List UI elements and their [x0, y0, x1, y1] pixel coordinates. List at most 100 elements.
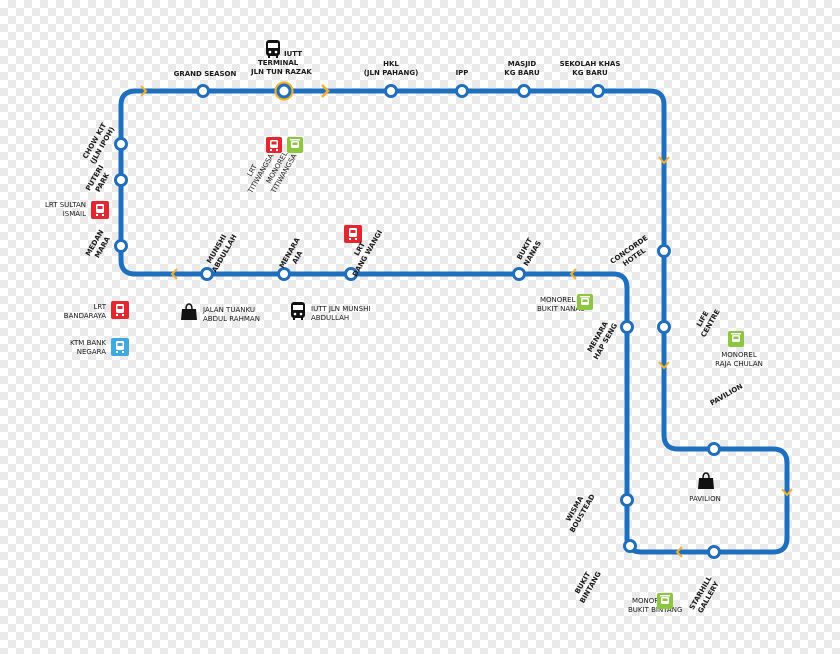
station-dot-puteri[interactable]	[114, 173, 128, 187]
arrow-icon	[140, 85, 148, 97]
route-line	[118, 88, 790, 555]
station-dot-life-centre[interactable]	[657, 320, 671, 334]
lrt-icon	[91, 201, 109, 219]
station-dot-munshi[interactable]	[200, 267, 214, 281]
svg-text:JLN TUN RAZAK: JLN TUN RAZAK	[250, 68, 312, 76]
svg-text:KG BARU: KG BARU	[572, 69, 608, 77]
station-dot-bukit-nanas[interactable]	[512, 267, 526, 281]
svg-text:SEKOLAH KHAS: SEKOLAH KHAS	[560, 60, 621, 68]
shopping-bag-icon	[698, 472, 714, 489]
label-life-centre: LIFE CENTRE	[695, 308, 722, 339]
label-hkl: HKL (JLN PAHANG)	[364, 60, 419, 77]
station-dot-bukit-bintang[interactable]	[623, 539, 637, 553]
label-menara-aia: MENARA AIA	[278, 236, 305, 270]
ktm-train-icon	[111, 338, 129, 356]
svg-text:PAVILION: PAVILION	[689, 495, 721, 503]
svg-text:MONOREL: MONOREL	[632, 597, 668, 605]
station-dot-menara-aia[interactable]	[277, 267, 291, 281]
svg-text:BUKIT NANAS: BUKIT NANAS	[537, 305, 585, 313]
bus-icon	[266, 40, 280, 58]
svg-text:IUTT: IUTT	[284, 50, 302, 58]
label-concorde: CONCORDE HOTEL	[609, 234, 650, 268]
lrt-icon	[266, 137, 282, 153]
label-sekolah: SEKOLAH KHAS KG BARU	[560, 60, 621, 77]
interchange-ktm-bank-negara: KTM BANK NEGARA	[70, 338, 129, 356]
arrow-icon	[170, 268, 178, 280]
label-masjid: MASJID KG BARU	[504, 60, 540, 77]
lrt-icon	[344, 225, 362, 243]
label-medan: MEDAN MARA	[84, 228, 112, 259]
station-dot-ipp[interactable]	[455, 84, 469, 98]
station-dot-concorde[interactable]	[657, 244, 671, 258]
arrow-icon	[658, 156, 670, 165]
svg-text:KTM BANK: KTM BANK	[70, 339, 106, 347]
interchange-sultan-ismail: LRT SULTAN ISMAIL	[45, 201, 109, 219]
svg-text:BUKIT BINTANG: BUKIT BINTANG	[628, 606, 682, 614]
label-chow-kit: CHOW KIT (JLN IPOH)	[81, 122, 116, 166]
interchange-titiwangsa: LRT TITIWANGSA MONOREL TITIWANGSA	[246, 137, 303, 196]
svg-text:RAJA CHULAN: RAJA CHULAN	[715, 360, 763, 368]
station-dot-terminal[interactable]	[274, 81, 294, 101]
arrow-icon	[781, 488, 793, 497]
station-dot-chow-kit[interactable]	[114, 137, 128, 151]
bus-icon	[291, 302, 305, 320]
station-dot-grand-season[interactable]	[196, 84, 210, 98]
label-hap-seng: MENARA HAP SENG	[586, 320, 619, 361]
svg-text:NEGARA: NEGARA	[77, 348, 106, 356]
label-bukit-nanas: BUKIT NANAS	[515, 236, 543, 267]
arrow-icon	[675, 546, 683, 558]
svg-text:IUTT JLN MUNSHI: IUTT JLN MUNSHI	[311, 305, 370, 313]
arrow-icon	[658, 361, 670, 370]
interchange-raja-chulan: MONOREL RAJA CHULAN	[715, 331, 763, 368]
label-wisma: WISMA BOUSTEAD	[564, 493, 596, 534]
svg-text:MONOREL: MONOREL	[721, 351, 757, 359]
direction-arrows	[140, 84, 793, 558]
label-puteri: PUTERI PARK	[84, 164, 111, 194]
svg-text:HKL: HKL	[383, 60, 399, 68]
arrow-icon	[321, 84, 330, 98]
label-ipp: IPP	[456, 69, 469, 77]
interchange-pavilion-mall: PAVILION	[689, 472, 721, 503]
svg-text:BANDARAYA: BANDARAYA	[64, 312, 106, 320]
label-bukit-bintang: BUKIT BINTANG	[573, 570, 603, 605]
lrt-icon	[111, 301, 129, 319]
arrow-icon	[569, 268, 577, 280]
svg-text:(JLN PAHANG): (JLN PAHANG)	[364, 69, 419, 77]
station-dot-starhill[interactable]	[707, 545, 721, 559]
station-dot-pavilion[interactable]	[707, 442, 721, 456]
svg-text:ABDUL RAHMAN: ABDUL RAHMAN	[203, 315, 260, 323]
monorail-icon	[577, 294, 593, 310]
interchange-bukit-nanas: MONOREL BUKIT NANAS	[537, 294, 593, 313]
label-terminal: IUTT TERMINAL JLN TUN RAZAK	[250, 50, 312, 76]
monorail-icon	[657, 593, 673, 609]
interchange-iutt-munshi: IUTT JLN MUNSHI ABDULLAH	[291, 302, 370, 322]
station-dot-hap-seng[interactable]	[620, 320, 634, 334]
station-dot-sekolah[interactable]	[591, 84, 605, 98]
station-dot-wisma[interactable]	[620, 493, 634, 507]
monorail-icon	[728, 331, 744, 347]
svg-text:ISMAIL: ISMAIL	[63, 210, 86, 218]
interchange-bandaraya: LRT BANDARAYA	[64, 301, 129, 320]
svg-text:MONOREL: MONOREL	[540, 296, 576, 304]
station-dot-medan[interactable]	[114, 239, 128, 253]
label-starhill: STARHILL GALLERY	[688, 574, 721, 614]
svg-text:ABDULLAH: ABDULLAH	[311, 314, 349, 322]
svg-text:LRT SULTAN: LRT SULTAN	[45, 201, 86, 209]
station-dot-hkl[interactable]	[384, 84, 398, 98]
svg-text:KG BARU: KG BARU	[504, 69, 540, 77]
interchange-jalan-tar: JALAN TUANKU ABDUL RAHMAN	[181, 303, 260, 323]
svg-text:JALAN TUANKU: JALAN TUANKU	[202, 306, 255, 314]
station-dots	[114, 84, 721, 559]
svg-text:TERMINAL: TERMINAL	[258, 59, 299, 67]
station-dot-masjid[interactable]	[517, 84, 531, 98]
svg-text:LRT: LRT	[93, 303, 106, 311]
station-dot-dang-wangi[interactable]	[344, 267, 358, 281]
label-grand-season: GRAND SEASON	[174, 70, 237, 78]
monorail-icon	[287, 137, 303, 153]
shopping-bag-icon	[181, 303, 197, 320]
svg-text:MASJID: MASJID	[508, 60, 537, 68]
label-munshi: MUNSHI ABDULLAH	[205, 233, 238, 274]
interchange-bukit-bintang: MONOREL BUKIT BINTANG	[628, 593, 682, 614]
label-pavilion: PAVILION	[709, 382, 745, 407]
